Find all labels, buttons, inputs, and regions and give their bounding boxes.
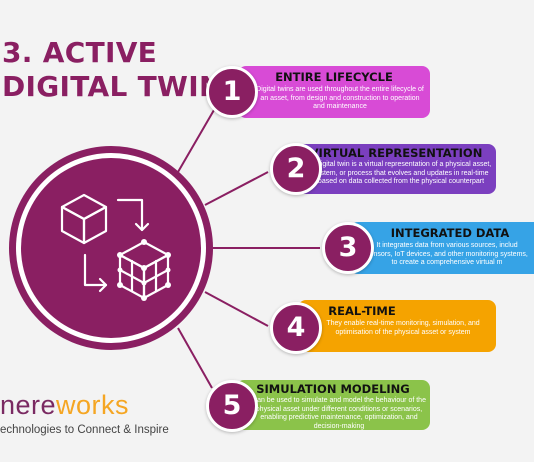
card-integrated-data: INTEGRATED DATA It integrates data from … [350,222,534,274]
connector-lines [177,109,320,389]
company-logo: nereworks [0,390,129,420]
badge-number-4: 4 [270,302,322,354]
badge-number-1: 1 [206,66,258,118]
logo-tagline: echnologies to Connect & Inspire [0,424,169,436]
badge-number-2: 2 [270,143,322,195]
title-line-1: 3. ACTIVE [2,36,158,69]
badge-number-5: 5 [206,380,258,432]
card-simulation-modeling: SIMULATION MODELING Can be used to simul… [236,380,430,430]
card-virtual-representation: VIRTUAL REPRESENTATION A digital twin is… [296,144,496,194]
card-text: They enable real-time monitoring, simula… [326,320,480,336]
connector-5 [177,327,213,389]
page-title: 3. ACTIVE DIGITAL TWIN [2,36,223,104]
center-circle-inner [21,158,201,338]
card-heading: INTEGRATED DATA [390,226,510,240]
card-text: Can be used to simulate and model the be… [252,397,426,430]
card-entire-lifecycle: ENTIRE LIFECYCLE Digital twins are used … [238,66,430,118]
card-heading: VIRTUAL REPRESENTATION [309,146,483,160]
connector-1 [177,109,215,173]
card-real-time: REAL-TIME They enable real-time monitori… [298,300,496,352]
title-line-2: DIGITAL TWIN [2,70,223,103]
wireframe-nodes [117,239,171,301]
badge-number-3: 3 [322,222,374,274]
card-heading: SIMULATION MODELING [256,382,410,396]
card-text: Digital twins are used throughout the en… [256,86,424,111]
card-text: It integrates data from various sources,… [366,242,528,267]
logo-part-1: nere [0,390,57,420]
connector-4 [204,291,269,327]
card-heading: ENTIRE LIFECYCLE [275,70,393,84]
connector-2 [204,171,269,206]
card-heading: REAL-TIME [328,304,396,318]
logo-part-2: works [56,390,130,420]
card-text: A digital twin is a virtual representati… [310,161,492,186]
